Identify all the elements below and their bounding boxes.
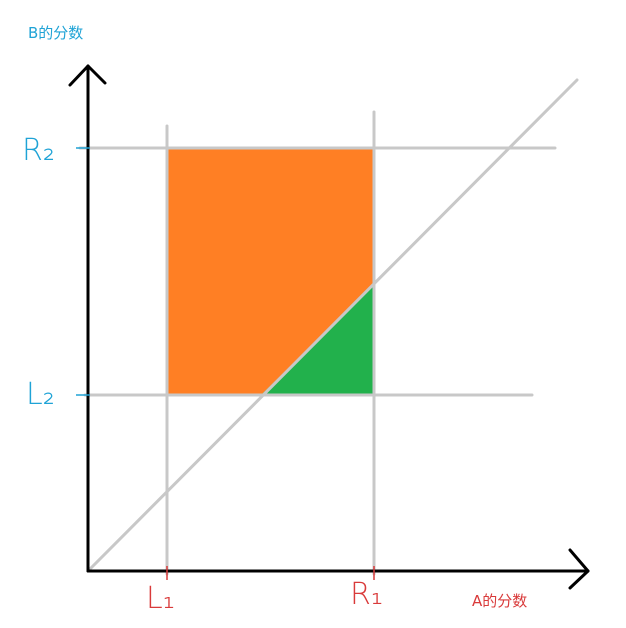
y-axis-title: B的分数 bbox=[28, 24, 83, 42]
x-tick-label-r1: R₁ bbox=[350, 577, 383, 612]
y-tick-label-r2: R₂ bbox=[22, 133, 55, 168]
orange-region bbox=[167, 148, 374, 395]
diagonal-line bbox=[86, 78, 579, 573]
x-axis-title: A的分数 bbox=[472, 592, 527, 610]
y-axis-arrowhead bbox=[68, 64, 107, 87]
y-tick-label-l2: L₂ bbox=[26, 377, 55, 412]
x-axis-arrowhead bbox=[568, 548, 590, 590]
x-tick-label-l1: L₁ bbox=[146, 581, 175, 616]
